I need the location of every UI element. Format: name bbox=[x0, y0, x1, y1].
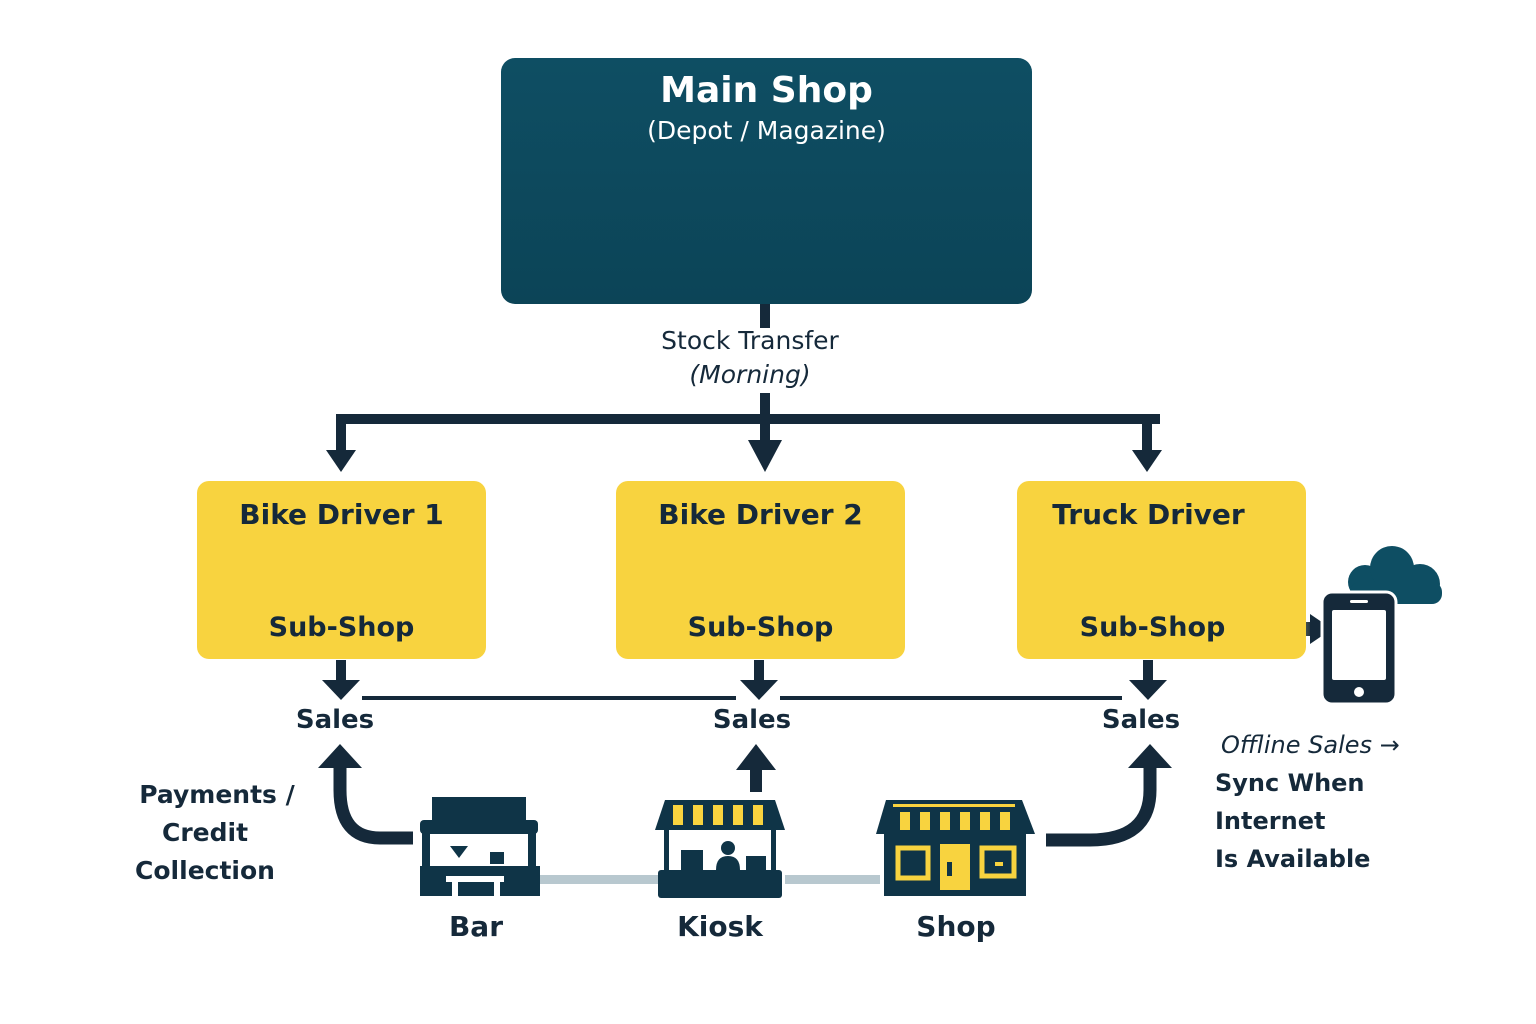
driver1-sales-arrow bbox=[322, 680, 360, 700]
driver-box-truck bbox=[1017, 481, 1306, 659]
driver-box-bike-2 bbox=[616, 481, 905, 659]
cloud-icon bbox=[1348, 546, 1442, 604]
driver-role: Sub-Shop bbox=[268, 612, 415, 643]
driver-title: Bike Driver 2 bbox=[658, 498, 863, 531]
outlet-connector-1 bbox=[540, 875, 660, 884]
driver3-sales-arrow bbox=[1129, 680, 1167, 700]
sales-label: Sales bbox=[1101, 705, 1181, 735]
kiosk-icon bbox=[655, 800, 785, 898]
shop-to-sales-arrowhead bbox=[1128, 744, 1172, 768]
stock-transfer-label: Stock Transfer bbox=[661, 326, 839, 355]
outlet-label-bar: Bar bbox=[448, 910, 504, 943]
kiosk-to-sales-stem bbox=[750, 768, 762, 792]
arrow-to-driver-2 bbox=[748, 440, 782, 472]
stock-transfer-timing: (Morning) bbox=[689, 360, 811, 389]
sync-note-line2: Sync When Internet bbox=[1215, 769, 1365, 835]
sales-label: Sales bbox=[712, 705, 792, 735]
main-shop-title: Main Shop bbox=[660, 70, 873, 111]
transfer-trunk-line bbox=[760, 393, 770, 433]
sync-note: Offline Sales → Sync When Internet Is Av… bbox=[1215, 726, 1465, 878]
sync-note-line3: Is Available bbox=[1215, 845, 1371, 873]
driver3-sales-stem bbox=[1143, 660, 1153, 682]
branch-center bbox=[760, 414, 770, 450]
bar-stall-icon bbox=[420, 797, 540, 896]
driver2-sales-arrow bbox=[740, 680, 778, 700]
driver-role: Sub-Shop bbox=[1079, 612, 1226, 643]
shop-to-sales-arrow bbox=[1046, 768, 1157, 847]
arrow-to-driver-3 bbox=[1132, 450, 1162, 472]
main-to-transfer-line bbox=[760, 304, 770, 328]
sales-link-left bbox=[362, 696, 736, 700]
payments-note-line1: Payments / bbox=[139, 780, 295, 809]
driver1-sales-stem bbox=[336, 660, 346, 682]
outlet-label-shop: Shop bbox=[916, 910, 996, 943]
bar-to-sales-arrowhead bbox=[318, 744, 362, 768]
distribution-bar bbox=[336, 414, 1160, 424]
driver-title: Truck Driver bbox=[1052, 498, 1245, 531]
sales-label: Sales bbox=[295, 705, 375, 735]
sales-link-right bbox=[780, 696, 1122, 700]
sync-note-line1: Offline Sales → bbox=[1221, 731, 1400, 759]
payments-note: Payments / Credit Collection bbox=[90, 776, 320, 890]
storefront-icon bbox=[876, 800, 1035, 896]
branch-left bbox=[336, 414, 346, 454]
driver-box-bike-1 bbox=[197, 481, 486, 659]
driver-title: Bike Driver 1 bbox=[239, 498, 444, 531]
payments-note-line2: Credit Collection bbox=[135, 818, 275, 885]
driver-role: Sub-Shop bbox=[687, 612, 834, 643]
arrow-to-driver-1 bbox=[326, 450, 356, 472]
outlet-connector-2 bbox=[785, 875, 880, 884]
main-shop-subtitle: (Depot / Magazine) bbox=[647, 116, 886, 145]
branch-right bbox=[1142, 414, 1152, 454]
bar-to-sales-arrow bbox=[333, 768, 413, 845]
main-shop-box bbox=[501, 58, 1032, 304]
kiosk-to-sales-arrowhead bbox=[736, 744, 776, 770]
driver2-sales-stem bbox=[754, 660, 764, 682]
smartphone-icon bbox=[1320, 590, 1398, 706]
outlet-label-kiosk: Kiosk bbox=[677, 910, 763, 943]
